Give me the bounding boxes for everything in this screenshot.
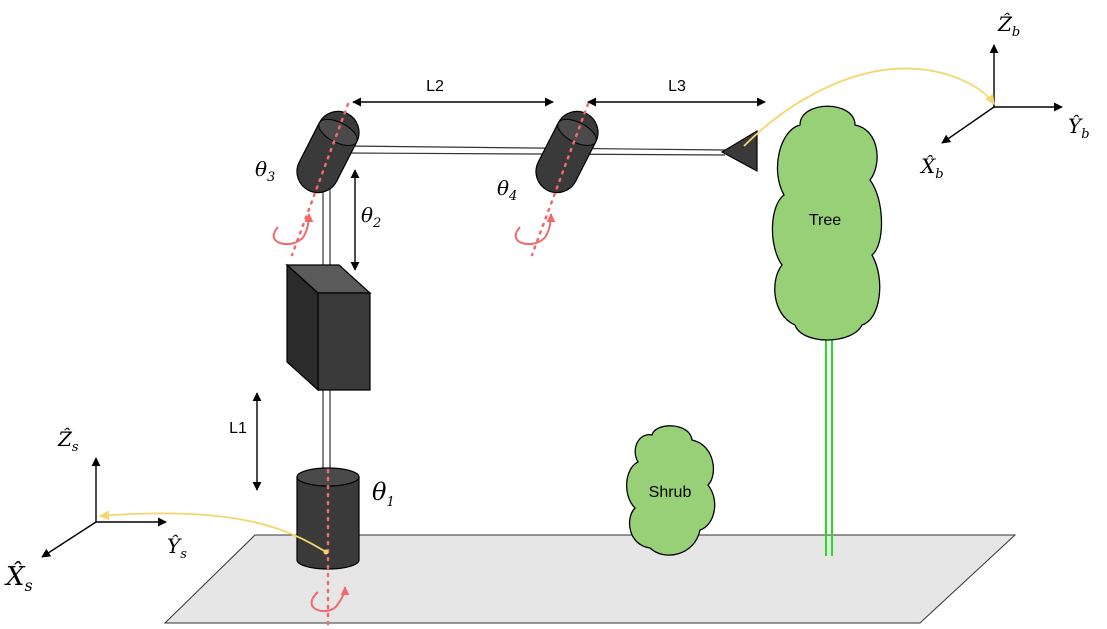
l2-label: L2 <box>426 78 444 95</box>
ground-plane <box>163 534 1017 624</box>
body-x-axis <box>941 106 995 144</box>
space-frame <box>41 457 167 558</box>
l1-label: L1 <box>229 420 247 437</box>
body-x-label: X̂b <box>919 154 944 182</box>
horizontal-link <box>344 145 726 156</box>
joint-4-cylinder <box>535 110 599 194</box>
shrub-label: Shrub <box>649 484 692 501</box>
l3-label: L3 <box>668 78 686 95</box>
space-x-axis <box>41 521 97 558</box>
prismatic-joint-box <box>285 263 372 392</box>
tree-canopy <box>771 105 883 341</box>
base-origin-dot <box>323 549 329 555</box>
theta4-label: θ4 <box>497 176 517 204</box>
tree-label: Tree <box>809 212 841 229</box>
body-z-label: Ẑb <box>997 12 1020 40</box>
tree: Tree <box>771 105 883 556</box>
joint-3-rotation-arrow <box>272 213 314 245</box>
theta3-label: θ3 <box>255 157 275 185</box>
joint-3-cylinder <box>296 110 360 194</box>
shrub-bush <box>626 425 716 556</box>
space-frame-mapping-curve <box>99 510 327 553</box>
base-joint-cylinder <box>296 467 360 629</box>
joint-3-axis <box>290 102 350 257</box>
body-frame <box>941 44 1063 144</box>
shrub: Shrub <box>626 425 716 556</box>
theta2-label: θ2 <box>361 203 381 231</box>
base-rotation-arrow <box>310 586 350 613</box>
body-frame-mapping-curve <box>743 67 995 147</box>
joint-4-rotation-arrow <box>514 213 556 245</box>
space-y-label: Ŷs <box>167 534 187 562</box>
body-y-label: Ŷb <box>1068 114 1090 142</box>
theta1-label: θ1 <box>372 478 395 510</box>
end-effector <box>720 129 758 173</box>
joint-4-axis <box>530 102 590 257</box>
space-x-label: X̂s <box>4 561 33 595</box>
space-z-label: Ẑs <box>57 427 79 455</box>
